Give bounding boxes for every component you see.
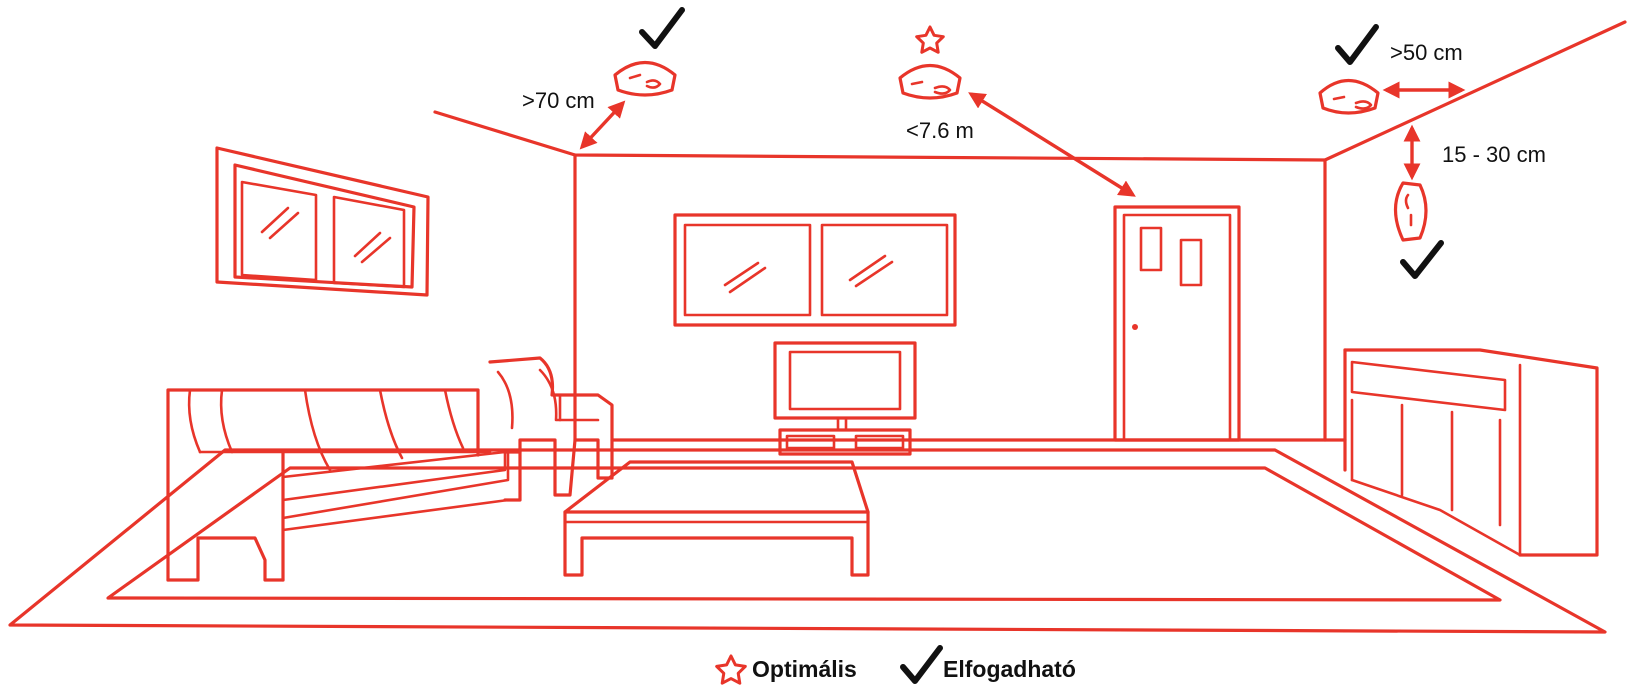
armchair <box>488 356 614 497</box>
smoke-detector-icon <box>1318 79 1380 115</box>
checkmark-icon <box>639 7 685 49</box>
coffee-table <box>563 460 870 577</box>
max-spacing-label: <7.6 m <box>906 118 974 143</box>
checkmark-icon <box>1400 240 1444 279</box>
checkmark-icon <box>1335 24 1379 65</box>
tv-set <box>773 341 917 456</box>
star-outline-icon <box>715 654 747 685</box>
corner-distance-label: >70 cm <box>522 88 595 113</box>
dimension-arrows <box>579 81 1466 197</box>
smoke-detector-icon <box>898 64 962 100</box>
sideboard <box>1343 348 1599 557</box>
checkmark-icon <box>900 645 943 684</box>
legend-acceptable-label: Elfogadható <box>943 656 1076 682</box>
smoke-detector-icon <box>613 61 677 97</box>
legend: Optimális Elfogadható <box>715 645 1076 685</box>
legend-optimal-label: Optimális <box>752 656 857 682</box>
back-window <box>673 213 957 327</box>
smoke-detector-icon <box>1393 181 1428 242</box>
room-walls <box>433 20 1627 442</box>
star-outline-icon <box>915 25 945 54</box>
ceiling-offset-label: 15 - 30 cm <box>1442 142 1546 167</box>
door <box>1113 205 1241 442</box>
floor-rug <box>8 448 1607 634</box>
wall-distance-label: >50 cm <box>1390 40 1463 65</box>
sofa <box>166 388 522 582</box>
left-window <box>215 146 430 297</box>
